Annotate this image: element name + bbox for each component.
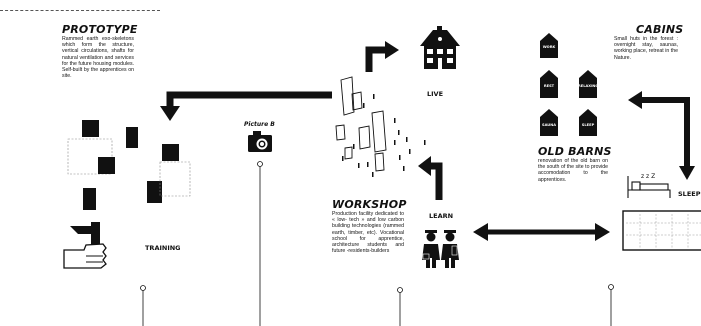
cut-line xyxy=(0,10,160,11)
hammer-hand-icon xyxy=(63,222,107,269)
hut-sleep xyxy=(579,109,597,136)
arrow-from-learn xyxy=(418,156,443,200)
prototype-title: PROTOTYPE xyxy=(62,23,138,36)
label-learn: LEARN xyxy=(429,212,454,220)
arrow-to-live xyxy=(365,41,399,72)
leader-lines xyxy=(140,161,614,326)
label-training: TRAINING xyxy=(145,244,181,252)
prototype-modules xyxy=(67,120,191,210)
workshop-text: Production facility dedicated to « low- … xyxy=(332,211,404,255)
label-zzz: z z Z xyxy=(641,173,656,180)
label-sleep: SLEEP xyxy=(678,190,701,198)
workers-icon xyxy=(422,230,459,268)
cabins-title: CABINS xyxy=(636,23,684,36)
arrow-to-prototype xyxy=(160,91,332,121)
cabins-text: Small huts in the forest : overnight sta… xyxy=(614,36,678,61)
hut-label-work: WORK xyxy=(542,45,556,49)
hut-rest xyxy=(540,70,558,98)
camera-icon xyxy=(248,131,272,152)
workshop-plan xyxy=(335,76,387,172)
bed-icon xyxy=(627,176,671,198)
house-icon xyxy=(420,26,460,69)
label-picture-b: Picture B xyxy=(244,121,275,128)
hut-work xyxy=(540,33,558,58)
hut-label-sleep: SLEEP xyxy=(581,123,595,127)
arrow-cabins-sleep xyxy=(628,91,695,180)
label-live: LIVE xyxy=(427,90,444,98)
prototype-text: Rammed earth exo-skeletons which form th… xyxy=(62,36,134,80)
hut-relaxing xyxy=(579,70,597,98)
workshop-people xyxy=(342,94,426,177)
hut-label-rest: REST xyxy=(543,84,555,88)
hut-sauna xyxy=(540,109,558,136)
cabin-huts xyxy=(540,33,597,136)
old-barns-plan xyxy=(622,210,701,251)
double-arrow-learn-barns xyxy=(473,223,610,241)
old-barns-text: renovation of the old barn on the south … xyxy=(538,158,608,183)
workshop-title: WORKSHOP xyxy=(332,198,407,211)
hut-label-relaxing: RELAXING xyxy=(578,84,599,88)
hut-label-sauna: SAUNA xyxy=(542,123,556,127)
old-barns-title: OLD BARNS xyxy=(538,145,612,158)
